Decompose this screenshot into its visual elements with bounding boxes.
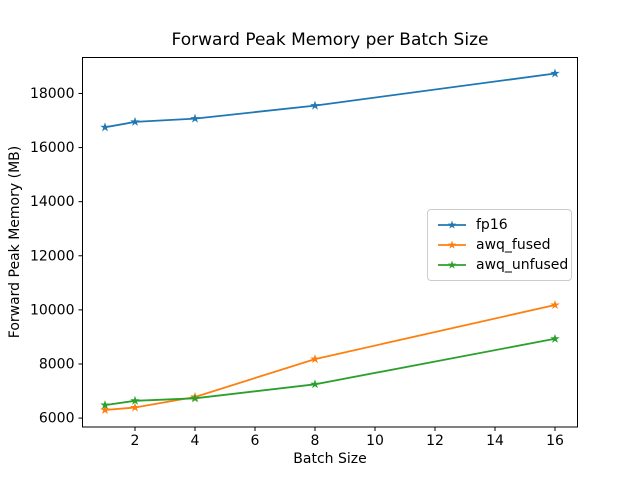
- legend-label-fp16: fp16: [476, 217, 508, 233]
- svg-text:2: 2: [131, 433, 140, 449]
- svg-text:14: 14: [486, 433, 504, 449]
- svg-text:4: 4: [191, 433, 200, 449]
- awq-fused-line-marker-icon: [438, 240, 466, 249]
- svg-text:8000: 8000: [39, 356, 75, 372]
- svg-text:12000: 12000: [30, 248, 75, 264]
- fp16-line-marker-icon: [438, 220, 466, 229]
- svg-text:6: 6: [251, 433, 260, 449]
- svg-text:18000: 18000: [30, 86, 75, 102]
- svg-text:10000: 10000: [30, 302, 75, 318]
- svg-text:14000: 14000: [30, 194, 75, 210]
- legend-label-awq-unfused: awq_unfused: [476, 257, 569, 273]
- legend-item-fp16: fp16: [436, 215, 563, 235]
- legend-item-awq-unfused: awq_unfused: [436, 255, 568, 275]
- x-axis-label: Batch Size: [293, 451, 367, 467]
- svg-text:16000: 16000: [30, 140, 75, 156]
- svg-text:6000: 6000: [39, 411, 75, 427]
- chart-title: Forward Peak Memory per Batch Size: [171, 30, 489, 50]
- legend-item-awq-fused: awq_fused: [436, 235, 563, 255]
- legend-label-awq-fused: awq_fused: [476, 237, 551, 253]
- legend: fp16 awq_fused awq_unfused: [427, 209, 572, 281]
- awq-unfused-line-marker-icon: [438, 260, 466, 269]
- svg-text:16: 16: [546, 433, 564, 449]
- svg-text:10: 10: [366, 433, 384, 449]
- svg-text:12: 12: [426, 433, 444, 449]
- svg-text:8: 8: [311, 433, 320, 449]
